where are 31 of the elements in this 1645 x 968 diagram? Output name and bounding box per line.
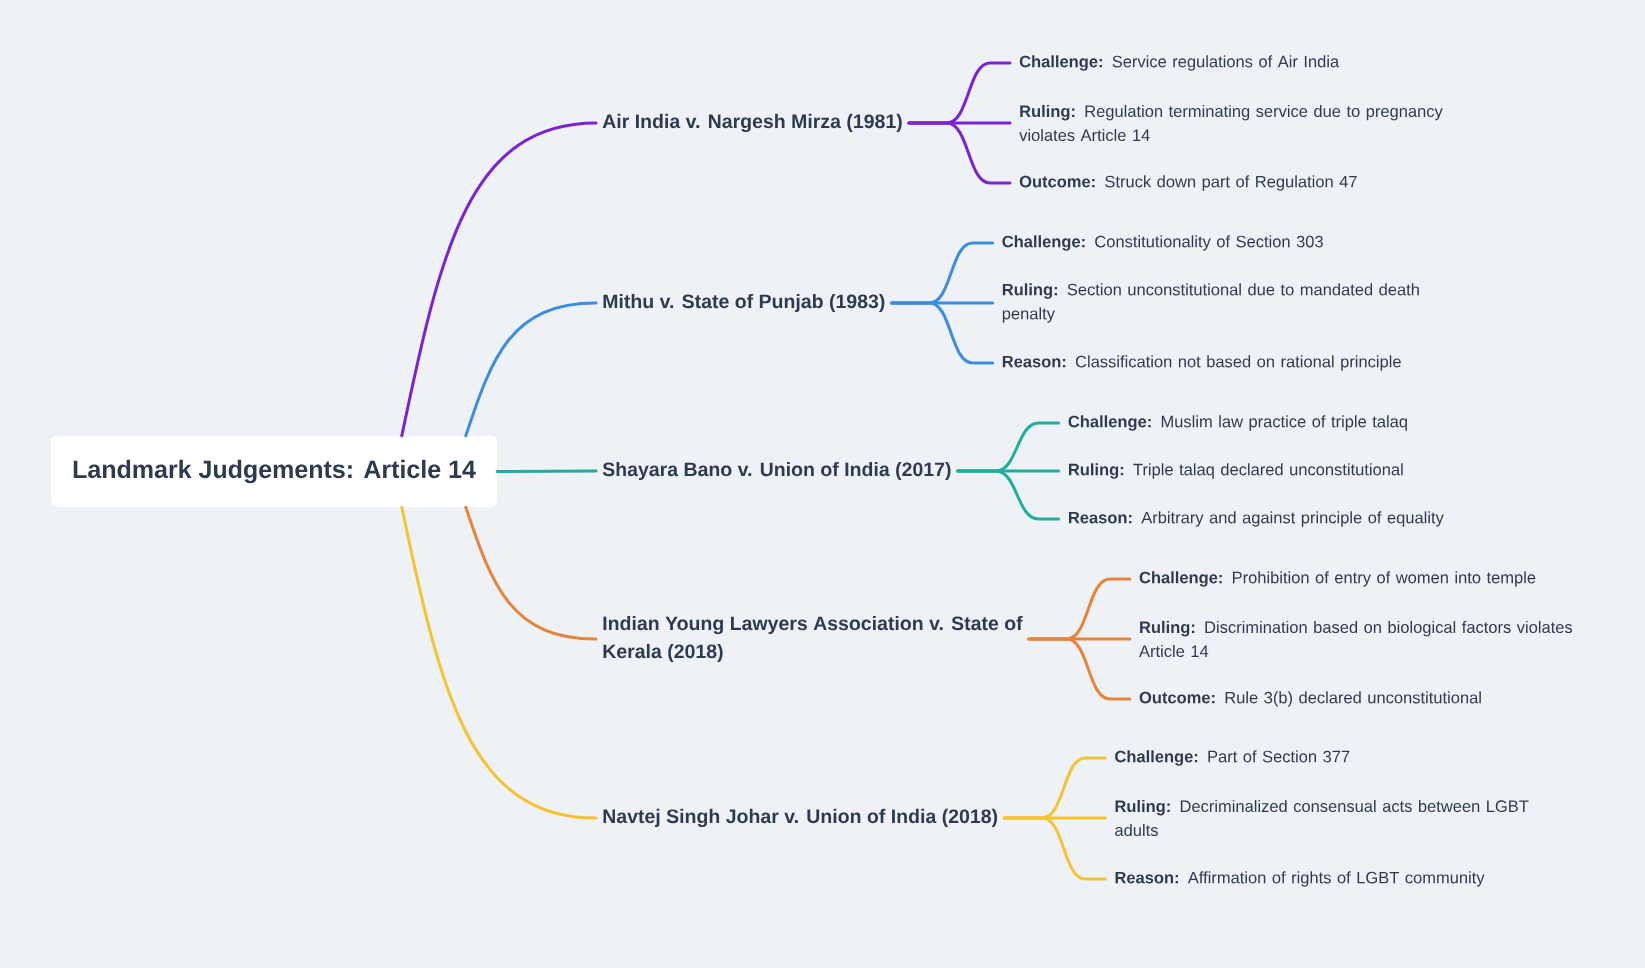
detail-text: Reason: Arbitrary and against principle of equality — [1069, 511, 1444, 527]
detail-text: Ruling: Triple talaq declared unconstitutional — [1069, 463, 1403, 479]
branch-line — [956, 469, 1061, 521]
detail-text: Ruling: Decriminalized consensual acts between LGBT adults — [1115, 799, 1529, 837]
detail-text: Ruling: Section unconstitutional due to mandated death penalty — [1002, 283, 1419, 323]
branch-line — [400, 121, 598, 438]
branch-line — [907, 121, 1012, 185]
detail-text: Challenge: Prohibition of entry of women into temple — [1139, 571, 1536, 587]
branch-line — [464, 301, 598, 438]
branch-label: Shayara Bano v. Union of India (2017) — [602, 461, 951, 481]
detail-text: Challenge: Part of Section 377 — [1115, 750, 1350, 766]
branch-label: Air India v. Nargesh Mirza (1981) — [602, 113, 902, 133]
detail-text: Outcome: Rule 3(b) declared unconstitutional — [1139, 691, 1481, 707]
branch-label: Mithu v. State of Punjab (1983) — [603, 293, 885, 313]
topic-box: Landmark Judgements: Article 14 — [51, 436, 497, 507]
detail-text: Ruling: Discrimination based on biological factors violates Article 14 — [1139, 620, 1573, 658]
detail-text: Challenge: Service regulations of Air India — [1019, 55, 1340, 71]
branch-label: Navtej Singh Johar v. Union of India (2018) — [603, 808, 998, 828]
branch-line — [1027, 637, 1132, 701]
detail-text: Challenge: Muslim law practice of triple talaq — [1068, 415, 1407, 431]
branch-line — [1002, 816, 1107, 881]
detail-text: Outcome: Struck down part of Regulation 47 — [1019, 175, 1357, 191]
branch-line — [495, 469, 598, 473]
branch-line — [400, 505, 598, 820]
branch-line — [890, 301, 995, 365]
detail-text: Ruling: Regulation terminating service due to pregnancy violates Article 14 — [1019, 104, 1443, 142]
branch-label: Indian Young Lawyers Association v. State of Kerala (2018) — [603, 615, 1023, 663]
detail-text: Reason: Classification not based on rational principle — [1002, 355, 1401, 371]
detail-text: Reason: Affirmation of rights of LGBT community — [1115, 871, 1485, 887]
detail-text: Challenge: Constitutionality of Section 303 — [1002, 235, 1323, 251]
branch-line — [464, 505, 598, 641]
